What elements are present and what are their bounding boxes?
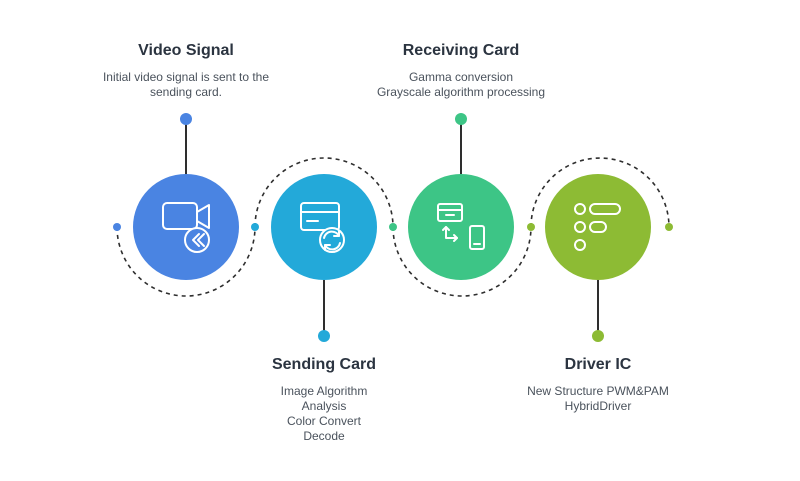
stage-desc-line: Decode [303, 429, 345, 443]
stage-title-video: Video Signal [138, 42, 234, 59]
junction-dot-5 [665, 223, 673, 231]
stage-desc-line: HybridDriver [564, 399, 632, 413]
arc-video-bottom [116, 226, 256, 297]
stage-desc-line: Grayscale algorithm processing [376, 85, 546, 99]
stage-desc-driver: New Structure PWM&PAM HybridDriver [468, 384, 728, 414]
junction-dot-2 [251, 223, 259, 231]
connector-dot-driver [592, 330, 604, 342]
stage-desc-sending: Image Algorithm Analysis Color Convert D… [194, 384, 454, 444]
card-refresh-icon [300, 202, 345, 253]
list-structure-icon [574, 203, 621, 251]
arc-sending-top [254, 157, 394, 228]
junction-dot-1 [113, 223, 121, 231]
junction-dot-4 [527, 223, 535, 231]
connector-dot-receiving [455, 113, 467, 125]
stage-desc-line: New Structure PWM&PAM [527, 384, 669, 398]
stage-circle-driver [545, 174, 651, 280]
stage-desc-line: Initial video signal is sent to the [102, 70, 270, 84]
junction-dot-3 [389, 223, 397, 231]
connector-dot-video [180, 113, 192, 125]
stage-circle-sending [271, 174, 377, 280]
stage-title-driver: Driver IC [564, 356, 632, 373]
stage-desc-line: Image Algorithm [280, 384, 368, 398]
stage-title-receiving: Receiving Card [402, 42, 520, 59]
card-transfer-icon [437, 203, 485, 250]
stage-desc-line: Gamma conversion [408, 70, 514, 84]
stage-desc-receiving: Gamma conversion Grayscale algorithm pro… [331, 70, 591, 100]
stage-desc-video: Initial video signal is sent to the send… [56, 70, 316, 100]
stage-desc-line: sending card. [149, 85, 223, 99]
connector-dot-sending [318, 330, 330, 342]
dashed-flow-path [116, 157, 670, 297]
arc-receiving-bottom [392, 226, 532, 297]
arc-driver-top [530, 157, 670, 228]
stage-desc-line: Color Convert [286, 414, 362, 428]
video-camera-icon [162, 202, 210, 253]
stage-circle-receiving [408, 174, 514, 280]
stage-circle-video [133, 174, 239, 280]
stage-title-sending: Sending Card [271, 356, 376, 373]
stage-desc-line: Analysis [301, 399, 347, 413]
